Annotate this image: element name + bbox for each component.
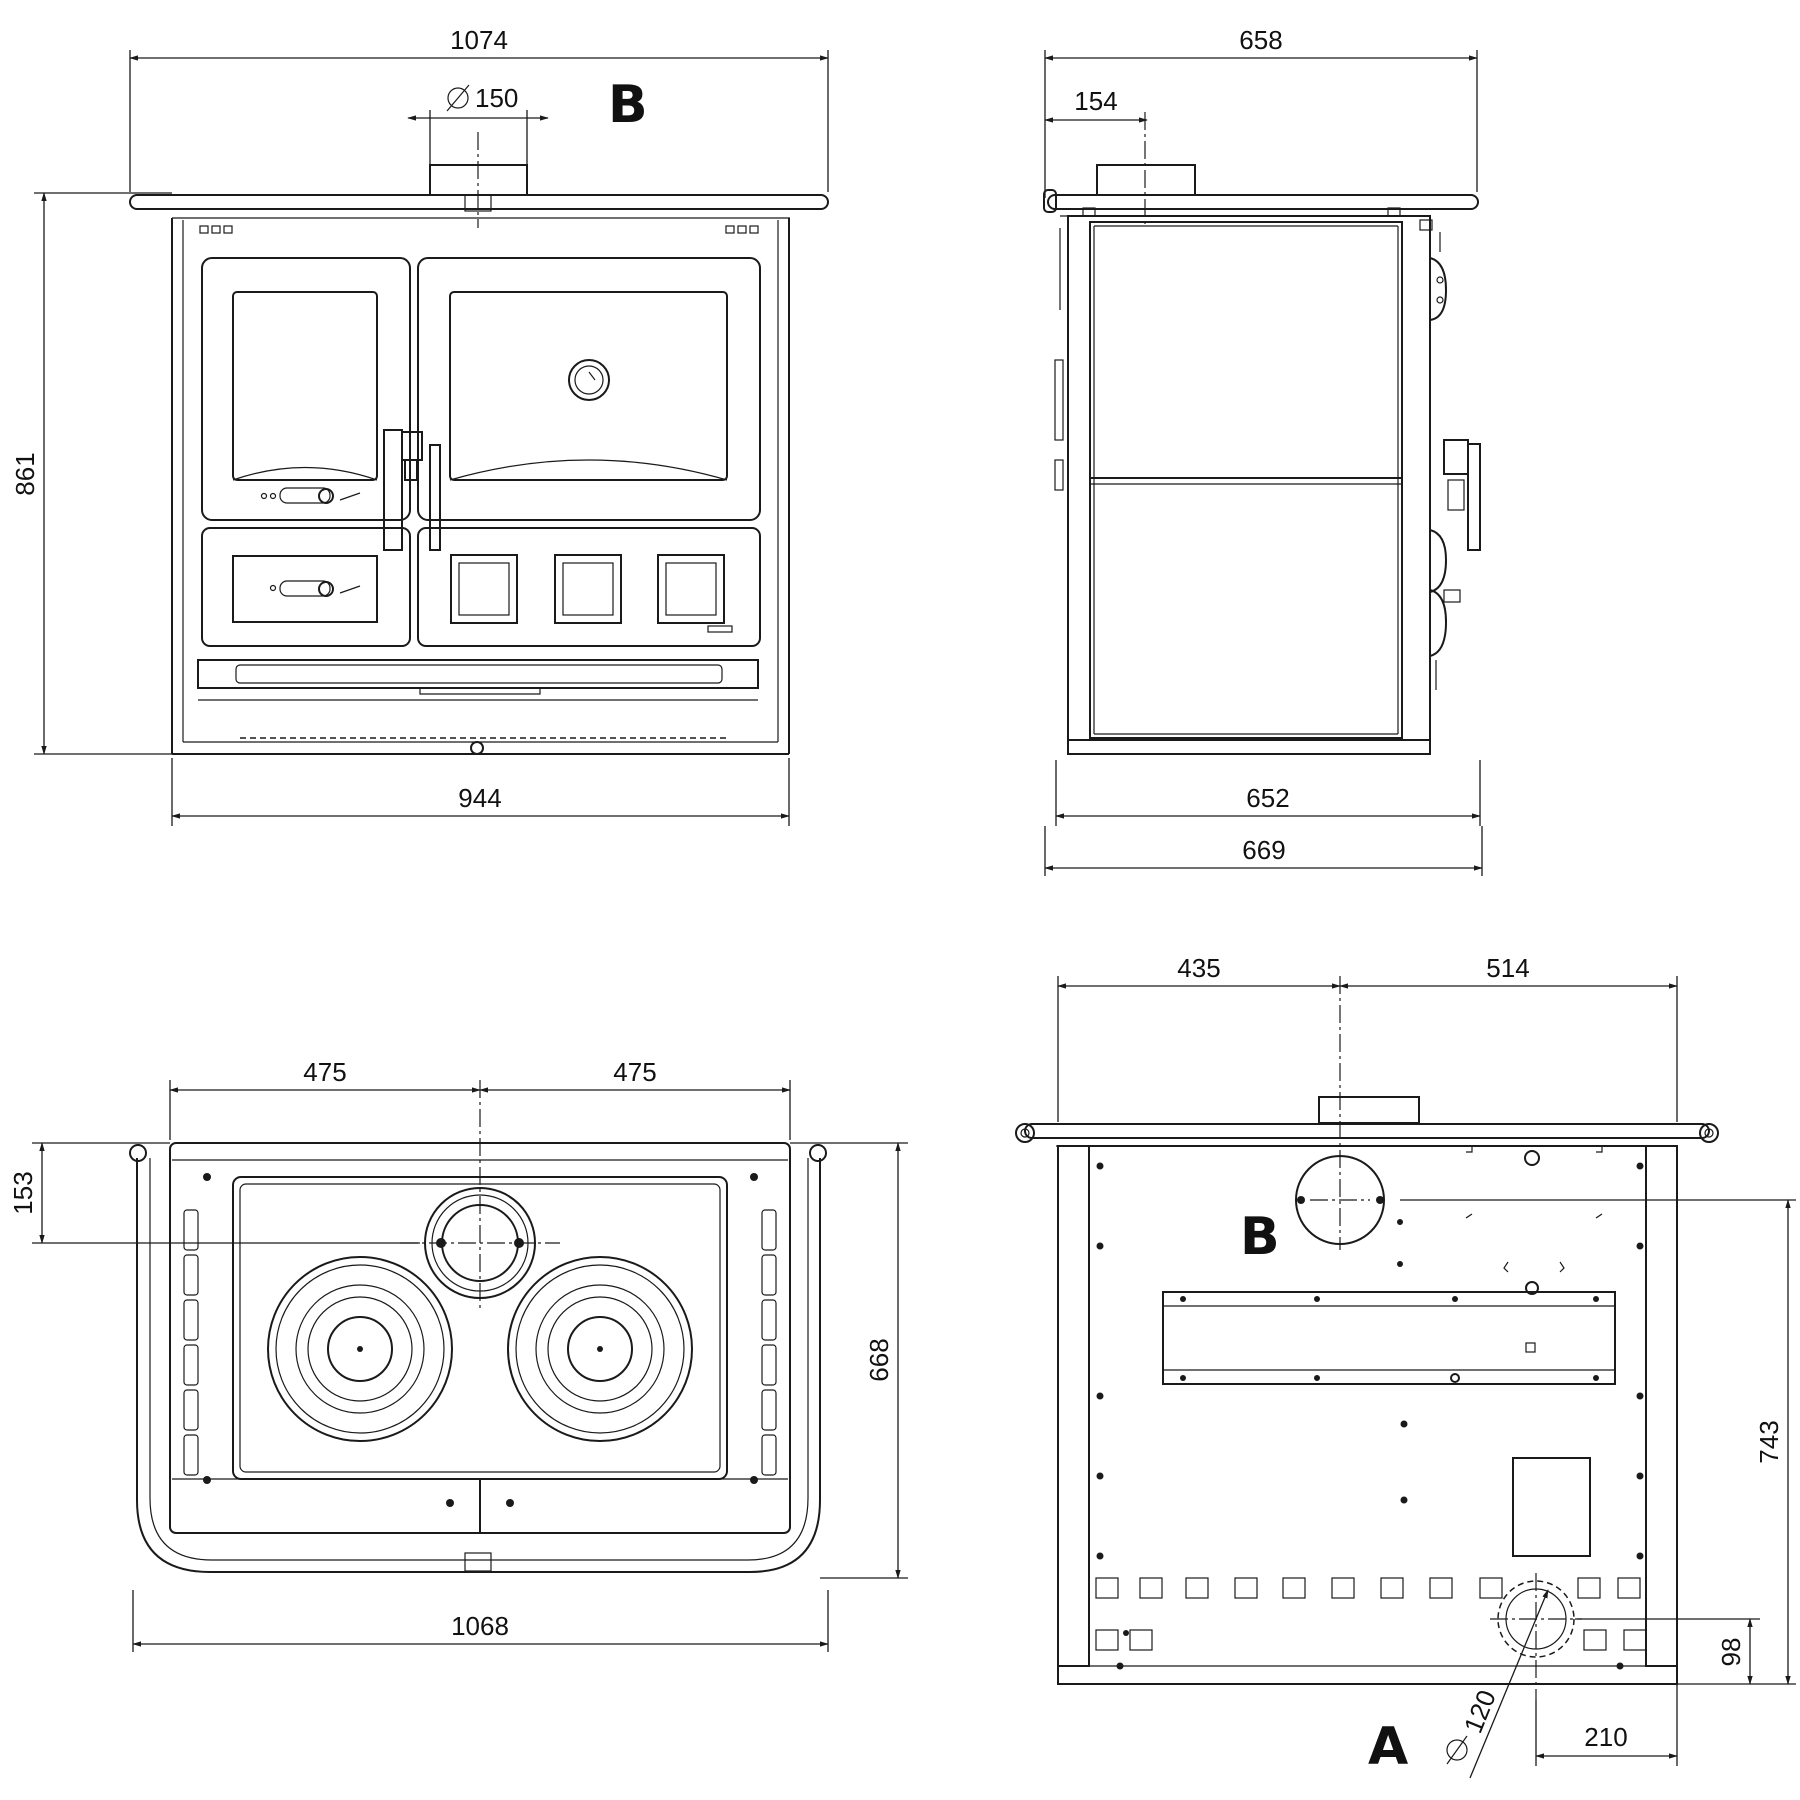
dim-front-width-label: 1074 <box>450 25 508 55</box>
back-flue-pipe <box>1318 1096 1420 1124</box>
side-body <box>1054 215 1431 755</box>
rear-plate <box>1512 1457 1591 1557</box>
back-body <box>1057 1145 1678 1685</box>
storage-drawer <box>197 659 759 755</box>
dim-front-width: 1074 <box>129 25 829 192</box>
air-inlet-a: 120 <box>1446 1573 1582 1779</box>
dim-back-flue: 435 514 <box>1057 953 1678 1250</box>
front-cooktop <box>129 194 829 234</box>
dim-back-a-height: 98 <box>1575 1618 1760 1685</box>
dim-back-a-right-label: 210 <box>1584 1722 1627 1752</box>
front-view: 1074 150 B <box>10 25 829 826</box>
back-vent-row <box>1095 1577 1647 1651</box>
top-cooktop <box>169 1142 791 1534</box>
back-view: 435 514 <box>1015 953 1796 1779</box>
dim-top-halves: 475 475 <box>169 1057 791 1140</box>
dim-flue-diameter-label: 150 <box>475 83 518 113</box>
dim-top-rail-label: 1068 <box>451 1611 509 1641</box>
outlet-b-label-back: B <box>1240 1207 1280 1267</box>
ash-drawer-front <box>201 527 411 647</box>
lower-right-panel <box>417 527 761 647</box>
inlet-a-label: A <box>1368 1717 1408 1777</box>
flue-collar-top <box>400 1187 560 1299</box>
dim-top-depth: 668 <box>790 1142 908 1579</box>
side-flue-pipe <box>1096 164 1196 196</box>
oven-door <box>417 257 761 521</box>
side-view: 658 154 <box>1043 25 1483 876</box>
dim-front-height: 861 <box>10 192 172 755</box>
dim-back-b-height-label: 743 <box>1754 1420 1784 1463</box>
firebox-door <box>201 257 411 521</box>
dim-front-height-label: 861 <box>10 452 40 495</box>
dim-top-right-label: 475 <box>613 1057 656 1087</box>
dim-top-left-label: 475 <box>303 1057 346 1087</box>
dim-back-flue-left-label: 435 <box>1177 953 1220 983</box>
dim-front-base: 944 <box>171 758 790 826</box>
front-door-handles <box>383 429 441 551</box>
dim-side-body: 652 <box>1055 760 1481 826</box>
dim-back-a-right: 210 <box>1535 1684 1678 1766</box>
dim-side-depth-label: 658 <box>1239 25 1282 55</box>
dim-side-depth: 658 <box>1044 25 1478 198</box>
rear-panel <box>1162 1291 1616 1385</box>
top-view: 475 475 <box>8 1057 908 1652</box>
dim-side-total: 669 <box>1044 826 1483 876</box>
dim-back-a-height-label: 98 <box>1716 1638 1746 1667</box>
back-cooktop <box>1015 1123 1719 1147</box>
hotplate-left <box>267 1256 453 1442</box>
dim-flue-diameter: 150 <box>407 83 549 165</box>
dim-side-flue-offset-label: 154 <box>1074 86 1117 116</box>
dim-back-flue-right-label: 514 <box>1486 953 1529 983</box>
front-body <box>171 218 790 755</box>
dim-side-flue-offset: 154 <box>1044 86 1148 228</box>
side-vents <box>183 1209 777 1476</box>
back-outlet-b <box>1295 1146 1603 1295</box>
dim-side-body-label: 652 <box>1246 783 1289 813</box>
dim-top-depth-label: 668 <box>864 1338 894 1381</box>
dim-top-rail: 1068 <box>132 1590 829 1652</box>
dim-top-flue-label: 153 <box>8 1171 38 1214</box>
hotplate-right <box>507 1256 693 1442</box>
dim-inlet-diameter-label: 120 <box>1458 1686 1502 1737</box>
dim-side-total-label: 669 <box>1242 835 1285 865</box>
oven-thermometer <box>568 359 610 401</box>
side-fittings <box>1429 232 1481 690</box>
side-cooktop <box>1043 189 1479 231</box>
outlet-b-label: B <box>608 75 648 135</box>
dim-top-flue: 153 <box>8 1142 420 1244</box>
dim-back-b-height: 743 <box>1400 1199 1796 1685</box>
dim-front-base-label: 944 <box>458 783 501 813</box>
top-rail <box>129 1144 827 1573</box>
